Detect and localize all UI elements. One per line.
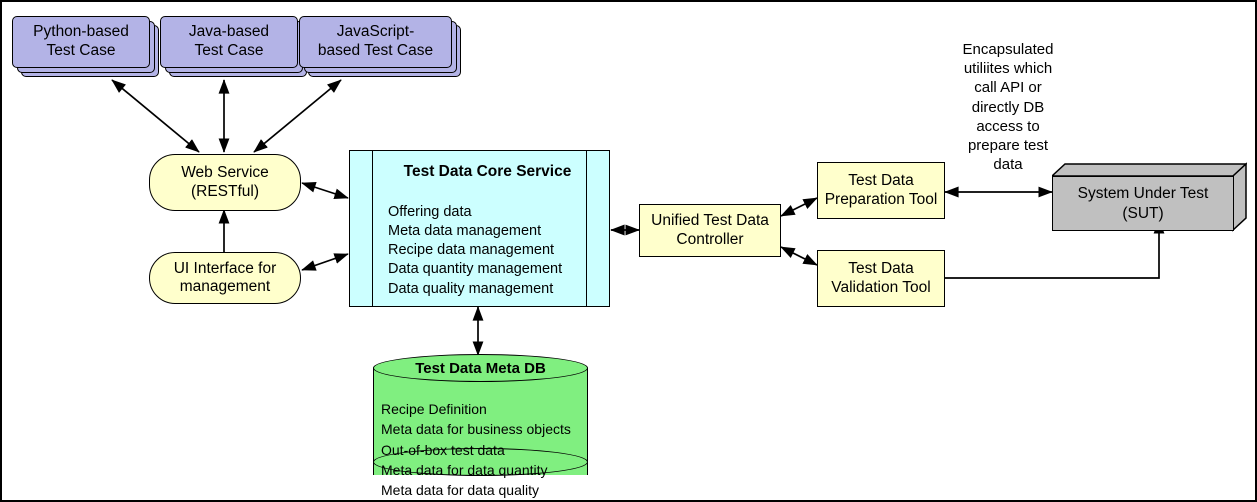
core-service-feature: Meta data management [388,223,542,240]
cylinder-bottom-ellipse [373,448,588,476]
component-divider-right [586,151,587,306]
test-case-label-line1: Java-based [188,23,270,41]
encapsulated-utilities-annotation: Encapsulated utiliites which call API or… [940,40,1076,174]
test-case-card-python[interactable]: Python-based Test Case [12,16,162,78]
ui-interface-label-line1: UI Interface for [173,259,277,277]
card-face: Java-based Test Case [160,16,298,68]
test-data-validation-tool-node[interactable]: Test Data Validation Tool [817,250,945,307]
annotation-line: access to [976,117,1040,135]
component-divider-left [372,151,373,306]
ui-interface-label-line2: management [179,278,271,295]
core-service-feature: Data quantity management [388,261,563,278]
meta-db-item: Meta data for data quality [381,482,539,499]
web-service-label-line1: Web Service [181,164,269,182]
edge-ui-core [301,253,349,271]
validation-tool-label-line2: Validation Tool [831,278,931,296]
sut-label-line1: System Under Test [1077,185,1209,203]
annotation-line: prepare test [967,136,1049,154]
preparation-tool-label-line2: Preparation Tool [824,190,938,208]
core-service-feature: Recipe data management [388,242,555,259]
web-service-label-line2: (RESTful) [190,182,260,200]
test-case-card-java[interactable]: Java-based Test Case [160,16,310,78]
meta-db-item: Recipe Definition [381,401,487,417]
annotation-line: call API or [974,79,1042,97]
ui-interface-node[interactable]: UI Interface for management [149,252,301,304]
core-service-title: Test Data Core Service [403,163,572,180]
validation-tool-label-line1: Test Data [848,260,914,278]
core-service-feature-list: Offering data Meta data management Recip… [388,203,562,299]
core-service-feature: Offering data [388,204,472,220]
web-service-node[interactable]: Web Service (RESTful) [149,154,301,211]
test-case-label-line2: Test Case [194,42,264,59]
edge-controller-validation [780,246,818,266]
annotation-line: directly DB [971,98,1045,116]
edge-python-webservice [111,79,200,153]
meta-db-title: Test Data Meta DB [415,360,546,377]
annotation-line: Encapsulated [962,41,1054,58]
edge-controller-preparation [780,197,818,217]
core-service-feature: Data quality management [388,280,554,297]
test-case-label-line1: JavaScript- [336,23,415,41]
card-face: JavaScript- based Test Case [299,16,452,68]
annotation-line: data [993,156,1023,174]
edge-javascript-webservice [253,79,342,153]
test-case-label-line2: Test Case [46,42,116,59]
controller-label-line2: Controller [676,230,744,248]
test-case-card-javascript[interactable]: JavaScript- based Test Case [299,16,464,78]
sut-front-face: System Under Test (SUT) [1052,176,1234,231]
test-data-meta-db-node[interactable]: Test Data Meta DB Recipe Definition Meta… [373,354,588,498]
meta-db-item: Meta data for data quantity [381,461,548,478]
test-data-core-service-node[interactable]: Test Data Core Service Offering data Met… [349,150,610,307]
meta-db-item: Meta data for business objects [381,421,571,438]
annotation-line: utiliites which [963,60,1053,78]
system-under-test-node[interactable]: System Under Test (SUT) [1052,162,1247,232]
sut-3d-shell [1052,162,1247,232]
test-case-label-line1: Python-based [33,23,129,41]
meta-db-item: Out-of-box test data [381,441,505,458]
controller-label-line1: Unified Test Data [651,212,769,230]
sut-label-line2: (SUT) [1122,204,1164,222]
meta-db-content-list: Recipe Definition Meta data for business… [381,399,571,500]
unified-test-data-controller-node[interactable]: Unified Test Data Controller [639,204,781,257]
edge-webservice-core [301,182,349,199]
cylinder-top-ellipse [373,354,588,382]
test-case-label-line2: based Test Case [317,42,434,59]
preparation-tool-label-line1: Test Data [848,172,914,190]
test-data-preparation-tool-node[interactable]: Test Data Preparation Tool [817,162,945,219]
card-face: Python-based Test Case [12,16,150,68]
